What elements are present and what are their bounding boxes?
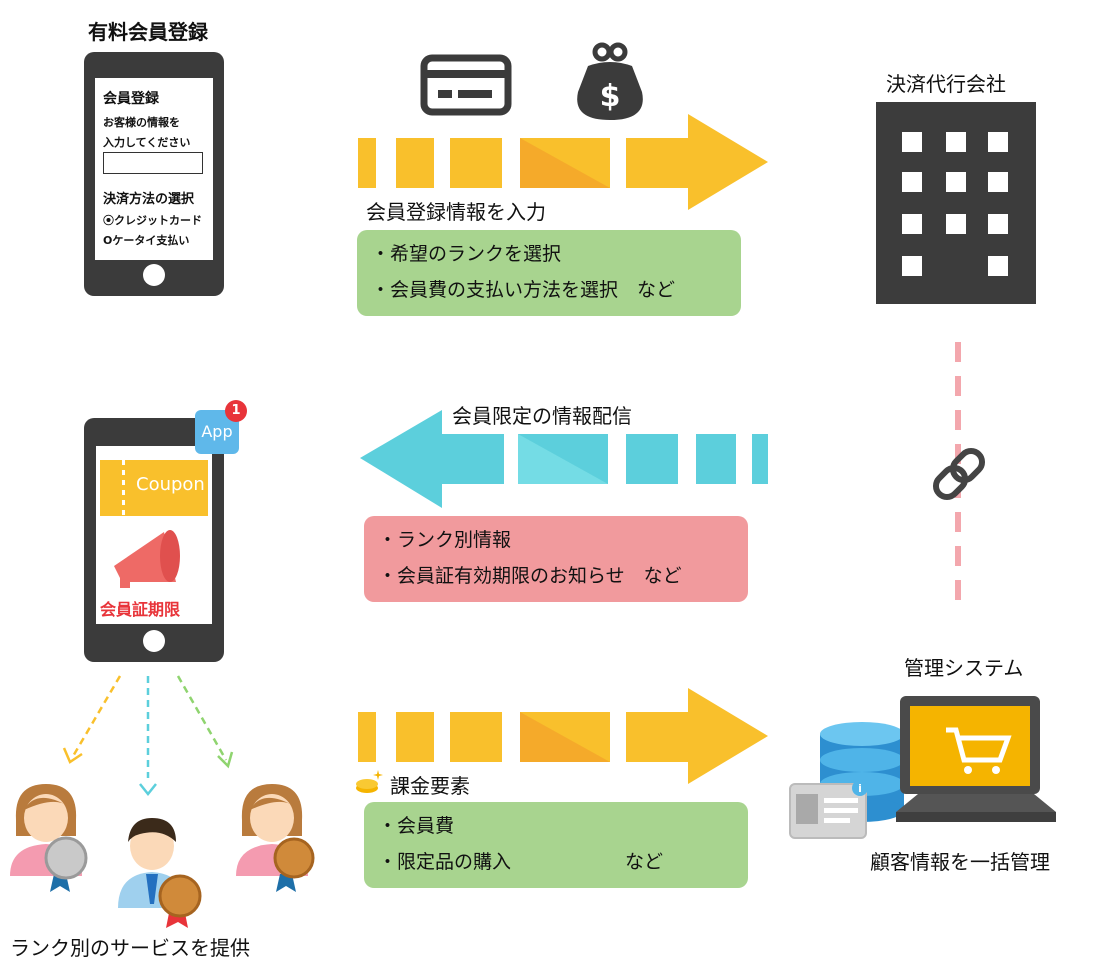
- flow-arrow-to-members: [360, 410, 768, 508]
- credit-card-icon: [420, 54, 512, 116]
- form-instruction-2: 入力してください: [103, 136, 191, 149]
- app-screen: Coupon 会員証期限: [96, 446, 212, 624]
- billing-item-1: ・会員費: [378, 815, 455, 837]
- billing-box: ・会員費 ・限定品の購入 など: [364, 802, 748, 888]
- coupon-label: Coupon: [136, 474, 205, 495]
- svg-text:$: $: [600, 79, 621, 114]
- payment-heading: 決済方法の選択: [103, 192, 195, 207]
- form-title: 会員登録: [103, 91, 159, 107]
- enter-member-info-label: 会員登録情報を入力: [366, 200, 546, 224]
- form-instruction-1: お客様の情報を: [103, 116, 180, 129]
- svg-text:i: i: [858, 782, 862, 795]
- notification-badge: 1: [225, 400, 247, 422]
- registration-phone: 会員登録 お客様の情報を 入力してください 決済方法の選択 ⦿クレジットカード …: [84, 52, 224, 296]
- notification-phone: Coupon 会員証期限: [84, 418, 224, 662]
- monitor-cart-icon: [896, 696, 1056, 822]
- registration-item-2: ・会員費の支払い方法を選択 など: [371, 279, 676, 301]
- flow-arrow-to-system: [358, 688, 768, 784]
- building-icon: [876, 102, 1036, 304]
- delivery-item-1: ・ランク別情報: [378, 529, 512, 551]
- flow-arrow-to-agency: [358, 114, 768, 210]
- billing-item-2: ・限定品の購入 など: [378, 851, 664, 873]
- rank-services-label: ランク別のサービスを提供: [10, 936, 250, 960]
- megaphone-icon: [114, 530, 180, 588]
- id-card-icon: i: [789, 780, 868, 839]
- user-icon: [10, 784, 88, 892]
- expiry-label: 会員証期限: [100, 600, 181, 619]
- registration-item-1: ・希望のランクを選択: [371, 243, 562, 265]
- option-credit-card[interactable]: ⦿クレジットカード: [103, 214, 202, 227]
- management-system-label: 管理システム: [904, 656, 1024, 680]
- arrow-head-blue: [139, 783, 157, 797]
- coins-icon: [356, 770, 383, 793]
- money-purse-icon: $: [577, 42, 643, 120]
- coupon-ticket[interactable]: Coupon: [100, 460, 208, 516]
- distribution-arrows: [62, 675, 234, 778]
- registration-box: ・希望のランクを選択 ・会員費の支払い方法を選択 など: [357, 230, 741, 316]
- home-button: [143, 264, 165, 286]
- billing-elements-label: 課金要素: [390, 774, 470, 798]
- option-mobile-pay[interactable]: Oケータイ支払い: [103, 234, 190, 247]
- delivery-item-2: ・会員証有効期限のお知らせ など: [378, 565, 682, 587]
- limited-info-delivery-label: 会員限定の情報配信: [452, 404, 632, 428]
- registration-form-screen: 会員登録 お客様の情報を 入力してください 決済方法の選択 ⦿クレジットカード …: [95, 78, 213, 260]
- form-input-field[interactable]: [103, 152, 203, 174]
- app-icon[interactable]: App: [195, 410, 239, 454]
- customer-management-label: 顧客情報を一括管理: [870, 850, 1050, 874]
- chain-link-icon: [932, 447, 986, 501]
- user-icon: [236, 784, 315, 892]
- delivery-box: ・ランク別情報 ・会員証有効期限のお知らせ など: [364, 516, 748, 602]
- paid-registration-label: 有料会員登録: [88, 20, 208, 44]
- user-icon: [118, 818, 202, 928]
- home-button: [143, 630, 165, 652]
- payment-agency-label: 決済代行会社: [886, 72, 1006, 96]
